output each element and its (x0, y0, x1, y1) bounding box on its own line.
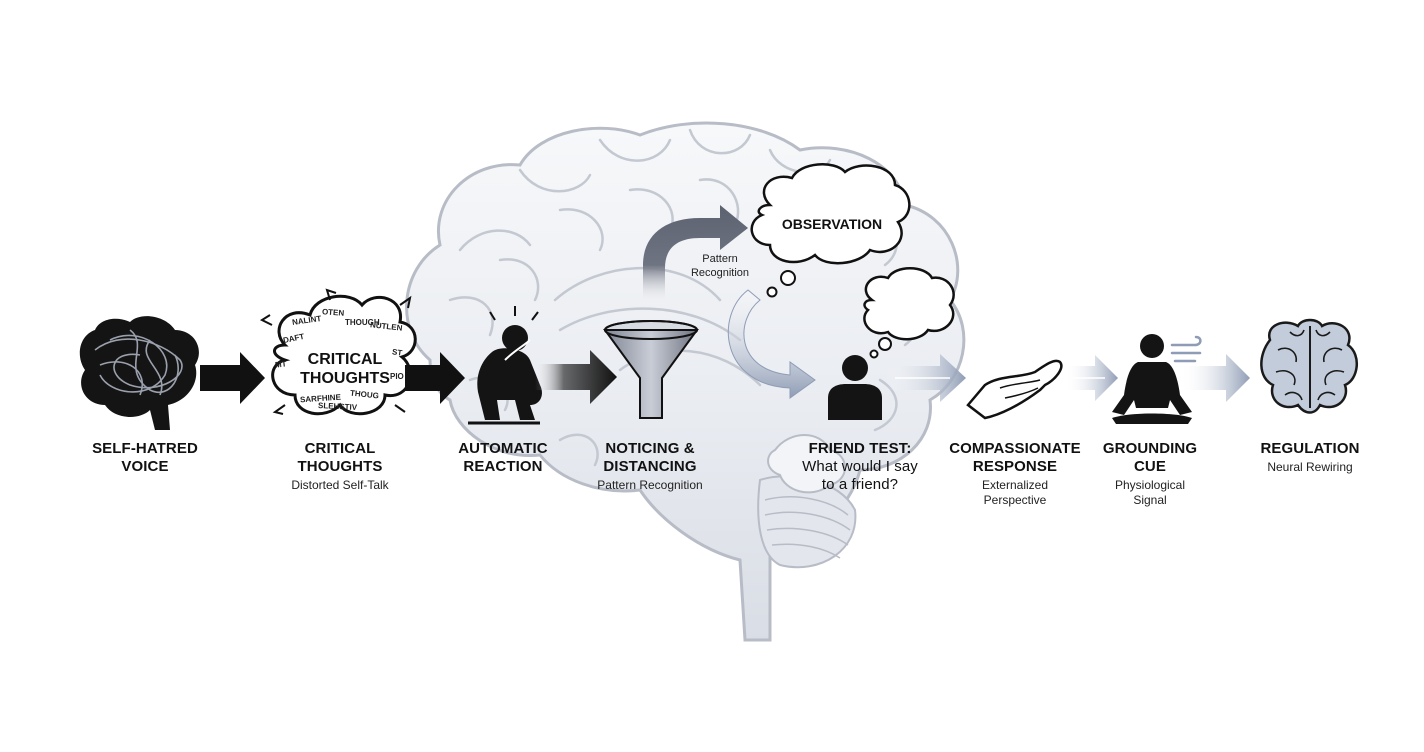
distressed-person-icon (468, 306, 542, 425)
step-label-regulation: REGULATION Neural Rewiring (1240, 440, 1380, 475)
flow-arrow-7 (1180, 354, 1250, 402)
step-title: REGULATION (1260, 440, 1360, 457)
open-hand-icon (966, 359, 1063, 420)
step-subtitle: Externalized Perspective (981, 478, 1049, 507)
step-title: NOTICING & DISTANCING (603, 440, 697, 475)
pattern-recognition-caption: Pattern Recognition (690, 253, 750, 279)
flow-arrow-1 (200, 352, 265, 404)
step-subtitle: Physiological Signal (1114, 478, 1186, 507)
step-label-automatic-reaction: AUTOMATIC REACTION (438, 440, 568, 476)
meditating-person-icon (1112, 334, 1192, 424)
pattern-recognition-arrow (643, 205, 748, 305)
person-icon (828, 355, 882, 420)
step-title: COMPASSIONATE RESPONSE (949, 440, 1081, 475)
step-title: GROUNDING CUE (1102, 440, 1198, 475)
step-question: What would I say to a friend? (802, 458, 918, 493)
step-title: CRITICAL THOUGHTS (297, 440, 383, 475)
small-thought-cloud (863, 267, 955, 359)
step-title: SELF-HATRED VOICE (92, 440, 198, 475)
cloud-fragment-text: OTEN (321, 307, 345, 318)
step-label-friend-test: FRIEND TEST: What would I say to a frien… (790, 440, 930, 494)
observation-label: OBSERVATION (781, 216, 883, 232)
curved-return-arrow (727, 289, 816, 399)
breath-lines-icon (1170, 335, 1202, 363)
cloud-fragment-text: MT (274, 359, 288, 370)
step-label-critical-thoughts: CRITICAL THOUGHTS Distorted Self-Talk (265, 440, 415, 493)
funnel-icon (603, 320, 699, 419)
calm-brain-icon (1260, 318, 1358, 414)
flow-arrow-3 (535, 350, 617, 404)
step-subtitle: Distorted Self-Talk (291, 478, 389, 492)
cloud-fragment-text: PIO (390, 372, 404, 381)
tangled-brain-icon (79, 316, 199, 430)
step-title: FRIEND TEST: (808, 440, 912, 457)
step-subtitle: Pattern Recognition (597, 478, 703, 492)
flow-arrow-2 (405, 352, 465, 404)
cloud-fragment-text: ST (391, 347, 403, 358)
step-title: AUTOMATIC REACTION (458, 440, 548, 475)
step-label-compassionate-response: COMPASSIONATE RESPONSE Externalized Pers… (940, 440, 1090, 508)
observation-cloud (750, 163, 911, 298)
cloud-main-text: CRITICAL THOUGHTS (300, 351, 390, 387)
cloud-fragment-text: THOUGH (345, 318, 380, 327)
step-label-self-hatred-voice: SELF-HATRED VOICE (75, 440, 215, 476)
step-label-noticing-distancing: NOTICING & DISTANCING Pattern Recognitio… (580, 440, 720, 493)
step-label-grounding-cue: GROUNDING CUE Physiological Signal (1090, 440, 1210, 508)
step-subtitle: Neural Rewiring (1267, 460, 1353, 474)
